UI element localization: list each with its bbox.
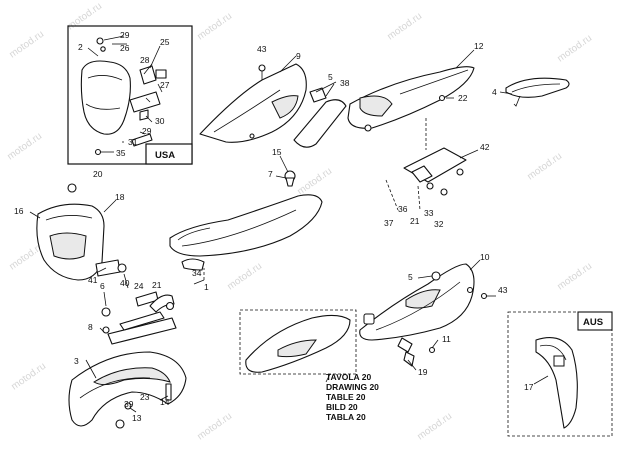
left-side-panel — [199, 63, 307, 143]
part-label: 43 — [257, 44, 267, 54]
part-label: 33 — [424, 208, 434, 218]
part-label: 26 — [120, 43, 130, 53]
part-label: 29 — [142, 126, 152, 136]
part-label: 9 — [296, 51, 301, 61]
part-label: 35 — [116, 148, 126, 158]
aus-inset: AUS — [507, 311, 613, 437]
part-label: 37 — [384, 218, 394, 228]
part-label: 23 — [140, 392, 150, 402]
usa-inset: USA — [67, 25, 193, 165]
part-label: 29 — [120, 30, 130, 40]
watermark: motod.ru — [65, 1, 104, 33]
tail-light — [505, 77, 570, 107]
front-fender — [68, 307, 187, 429]
part-label: 32 — [434, 219, 444, 229]
callout-line: TABLE 20 — [326, 392, 366, 402]
watermark: motod.ru — [555, 261, 594, 293]
part-label: 10 — [480, 252, 490, 262]
part-label: 28 — [140, 55, 150, 65]
watermark: motod.ru — [225, 261, 264, 293]
watermark: motod.ru — [555, 33, 594, 65]
part-label: 20 — [93, 169, 103, 179]
usa-label: USA — [155, 150, 175, 161]
part-label: 2 — [78, 42, 83, 52]
watermark: motod.ru — [195, 11, 234, 43]
part-label: 12 — [474, 41, 484, 51]
watermark: motod.ru — [295, 166, 334, 198]
part-label: 34 — [192, 268, 202, 278]
part-label: 6 — [100, 281, 105, 291]
part-label: 17 — [524, 382, 534, 392]
part-label: 8 — [88, 322, 93, 332]
fender-bracket — [135, 291, 175, 313]
part-label: 38 — [340, 78, 350, 88]
part-label: 21 — [410, 216, 420, 226]
part-label: 41 — [88, 275, 98, 285]
part-label: 11 — [442, 334, 451, 344]
watermark: motod.ru — [5, 131, 44, 163]
part-label: 43 — [498, 285, 508, 295]
part-label: 27 — [160, 80, 170, 90]
part-label: 3 — [74, 356, 79, 366]
part-label: 19 — [418, 367, 428, 377]
part-label: 40 — [120, 278, 130, 288]
table-reference-callout: TAVOLA 20 DRAWING 20 TABLE 20 BILD 20 TA… — [326, 372, 379, 422]
part-label: 24 — [134, 281, 144, 291]
part-label: 7 — [268, 169, 273, 179]
headlight-fairing — [36, 183, 127, 281]
watermark: motod.ru — [9, 361, 48, 393]
part-label: 4 — [492, 87, 497, 97]
aus-label: AUS — [583, 317, 603, 328]
rear-fender-tail — [347, 66, 475, 132]
part-label: 5 — [328, 72, 333, 82]
part-label: 5 — [408, 272, 413, 282]
callout-line: TABLA 20 — [326, 412, 366, 422]
callout-line: BILD 20 — [326, 402, 358, 412]
watermark: motod.ru — [7, 29, 46, 61]
part-label: 39 — [124, 399, 134, 409]
referenced-panel-box — [239, 309, 375, 383]
right-side-panel — [359, 263, 496, 367]
watermark: motod.ru — [195, 411, 234, 443]
part-label: 25 — [160, 37, 170, 47]
part-number-labels: 29 26 2 25 28 27 30 29 31 35 20 18 16 41… — [14, 30, 534, 423]
seat — [169, 170, 323, 280]
part-label: 22 — [458, 93, 468, 103]
part-label: 30 — [155, 116, 165, 126]
part-label: 21 — [152, 280, 162, 290]
part-label: 16 — [14, 206, 24, 216]
part-label: 15 — [272, 147, 282, 157]
part-label: 13 — [132, 413, 142, 423]
part-label: 36 — [398, 204, 408, 214]
part-label: 14 — [160, 397, 170, 407]
tail-bracket — [385, 118, 467, 211]
part-label: 31 — [128, 137, 138, 147]
callout-line: DRAWING 20 — [326, 382, 379, 392]
watermark: motod.ru — [415, 411, 454, 443]
callout-line: TAVOLA 20 — [326, 372, 371, 382]
part-label: 18 — [115, 192, 125, 202]
part-label: 1 — [204, 282, 209, 292]
watermark: motod.ru — [385, 11, 424, 43]
part-label: 42 — [480, 142, 490, 152]
watermark: motod.ru — [525, 151, 564, 183]
leader-lines — [29, 35, 549, 413]
side-number-plate — [293, 87, 347, 148]
